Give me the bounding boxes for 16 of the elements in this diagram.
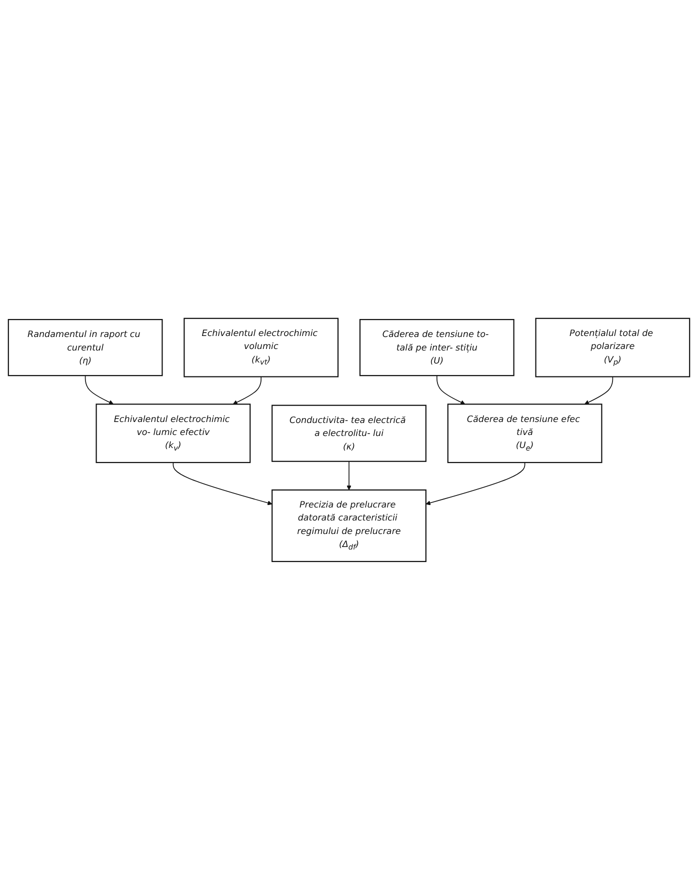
node-box (7, 319, 162, 376)
arrow (584, 376, 613, 404)
node-box (271, 489, 426, 562)
arrow (346, 461, 351, 490)
node-box (446, 404, 602, 464)
node-box (358, 319, 514, 376)
arrow (172, 462, 272, 506)
arrow (425, 462, 525, 506)
node-box (271, 404, 426, 462)
flowchart-diagram: Randamentul in raport cu curentul (η) Echivalentul electrochimic volumic (k$_{vt}$) Echivalentul electrochimic vo- lumic efectiv (k$_{v}$) Conductivita- tea electrică a electrolitu- lui (κ) Precizia de prelucrare datorată caracteristicii regimului de prelucrare (Δ$_{df}$) Căderea de tensiune efec tivă (U$_{e}$) Căderea de tensiune to- tală pe inter- stițiu (U) Potențialul total de polarizare (V$_{p}$) (4, 314, 694, 566)
arrow (436, 375, 465, 404)
node-box (95, 404, 250, 464)
arrow (232, 376, 262, 404)
node-box (534, 318, 690, 378)
node-box (183, 318, 338, 378)
arrow (84, 375, 114, 404)
